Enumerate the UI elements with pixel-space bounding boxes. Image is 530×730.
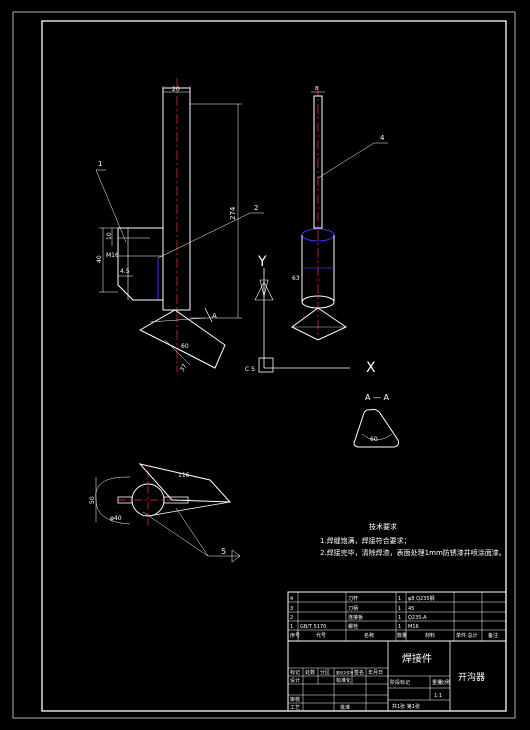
top-view: 116 50 φ40 5 [89, 463, 241, 563]
dim-10: 10 [106, 232, 113, 240]
tech-notes-heading: 技术要求 [369, 523, 397, 531]
bom-material: M16 [408, 624, 419, 630]
weight-label: 重量 [432, 679, 442, 686]
bom-name: 刀杆 [348, 595, 358, 602]
inner-frame [41, 20, 507, 712]
axis-x-label: X [366, 360, 376, 376]
dim-63: 63 [292, 275, 300, 282]
balloon-5: 5 [221, 547, 226, 556]
hdr-remark: 备注 [488, 632, 498, 639]
section-mark-a-front: A [212, 312, 217, 320]
rev-date: 年月日 [368, 669, 383, 676]
tech-note-1: 1.焊缝饱满，焊接符合要求； [320, 537, 411, 545]
bom-qty: 1 [398, 615, 401, 621]
balloon-4: 4 [380, 134, 385, 142]
stage-marks: 阶段标记 [390, 679, 410, 686]
dim-37: 37 [179, 363, 189, 373]
rod [313, 95, 323, 229]
outer-border [12, 11, 516, 719]
dim-60: 60 [181, 343, 189, 350]
drawing-name: 开沟器 [458, 671, 485, 683]
dim-phi40: φ40 [110, 515, 122, 522]
rev-mark: 标记 [290, 669, 300, 676]
bom-name: 螺栓 [348, 623, 358, 630]
hdr-weight: 单件 总计 [456, 632, 478, 639]
sheet-info: 共1张 第1张 [392, 703, 420, 710]
approve-label: 批准 [340, 704, 350, 711]
rev-zone: 分区 [320, 669, 330, 676]
bom-qty: 1 [398, 624, 401, 630]
bom-name: 刀柄 [348, 605, 358, 612]
axis-box-label: C S [245, 366, 255, 373]
bom-code: GB/T 5170 [300, 624, 326, 630]
balloon-2: 2 [254, 204, 258, 212]
section-triangle [353, 408, 399, 448]
dim-section-60: 60 [370, 436, 378, 443]
tech-note-2: 2.焊接完毕，清除焊渣，表面处理1mm防锈漆并喷涂面漆。 [320, 549, 506, 557]
hdr-code: 代号 [316, 632, 326, 639]
hdr-material: 材料 [425, 632, 435, 639]
hdr-qty: 数量 [397, 632, 407, 639]
rev-file: 更改文件号 [336, 670, 354, 675]
bom-material: φ8 Q235钢 [408, 595, 435, 602]
part-title: 焊接件 [402, 652, 432, 665]
ratio-label: 比例 [440, 679, 450, 686]
rev-count: 处数 [305, 669, 315, 676]
blade-side [291, 307, 348, 341]
dim-length-main: 274 [229, 206, 237, 220]
bom-seq: 4 [290, 596, 293, 602]
axis-y-label: Y [257, 254, 267, 270]
dim-116: 116 [178, 472, 190, 479]
ucs-axis: Y X C S [245, 254, 376, 376]
bom-seq: 2 [290, 615, 293, 621]
bom-seq: 3 [290, 606, 293, 612]
balloon-1: 1 [98, 160, 102, 168]
dim-8: 8 [315, 86, 318, 92]
process-label: 工艺 [290, 705, 300, 711]
hdr-seq: 序号 [290, 632, 300, 639]
title-block [287, 591, 507, 712]
blade-top [138, 463, 232, 503]
bom-qty: 1 [398, 596, 401, 602]
front-view: 20 274 40 10 M16 4.5 60 37 A 1 [95, 78, 264, 373]
bom-material: 45 [408, 606, 414, 612]
dim-45: 4.5 [120, 268, 130, 275]
dim-50: 50 [89, 496, 96, 504]
rev-sign: 签名 [354, 669, 364, 676]
side-view: 8 63 4 [291, 86, 388, 341]
bom-name: 连接板 [348, 614, 363, 621]
dim-width-top: 20 [172, 86, 180, 93]
dim-40: 40 [96, 255, 103, 263]
hdr-name: 名称 [364, 632, 374, 639]
section-title: A — A [365, 393, 390, 402]
bom-qty: 1 [398, 606, 401, 612]
dim-m16: M16 [106, 252, 119, 259]
bom-seq: 1 [290, 624, 293, 630]
bom-material: Q235-A [408, 615, 427, 621]
standard-label: 标准化 [336, 677, 351, 684]
checker-label: 审核 [290, 696, 300, 703]
bracket-plate [117, 227, 164, 301]
designer-label: 设计 [290, 677, 300, 684]
main-bar [162, 87, 191, 311]
section-a-a: A — A 60 [353, 393, 399, 448]
title-block-text: 4 刀杆 1 φ8 Q235钢 3 刀柄 1 45 2 连接板 1 Q235-A… [290, 595, 498, 711]
scale-value: 1:1 [434, 693, 442, 699]
